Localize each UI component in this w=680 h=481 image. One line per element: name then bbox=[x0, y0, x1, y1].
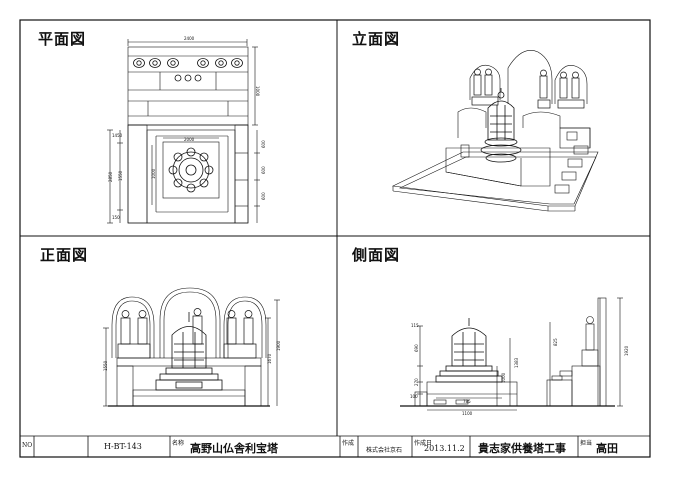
tb-date: 2013.11.2 bbox=[424, 444, 465, 453]
dim-front-h2: 1670 bbox=[267, 353, 272, 364]
title-block-grid bbox=[20, 435, 650, 457]
tb-project: 貴志家供養塔工事 bbox=[478, 442, 566, 455]
dim-side-690: 690 bbox=[414, 344, 419, 352]
elevation-view bbox=[391, 50, 599, 212]
tb-maker-label: 作成 bbox=[342, 440, 355, 447]
dim-plan-left-a: 1450 bbox=[112, 133, 123, 138]
tb-no-label: NO bbox=[22, 442, 33, 449]
tb-date-label: 作成日 bbox=[414, 440, 433, 447]
dim-side-1920: 1920 bbox=[624, 345, 629, 356]
dim-side-115: 115 bbox=[411, 323, 419, 328]
tb-name-label: 名称 bbox=[172, 440, 185, 447]
dim-side-1383: 1383 bbox=[514, 357, 519, 368]
dim-plan-right-c: 600 bbox=[261, 192, 266, 200]
plan-dimension-labels: 2400 1000 2000 1000 2850 1450 1550 150 6… bbox=[108, 36, 266, 220]
dim-plan-inner-depth: 1000 bbox=[151, 168, 156, 179]
panel-title-elevation: 立面図 bbox=[352, 30, 401, 48]
panel-title-front: 正面図 bbox=[40, 246, 89, 264]
panel-title-side: 側面図 bbox=[352, 246, 401, 264]
tb-drawing-no: H-BT-143 bbox=[104, 442, 142, 451]
tb-person-label: 担当 bbox=[580, 440, 593, 447]
side-view bbox=[400, 297, 623, 411]
tb-person: 高田 bbox=[596, 442, 618, 455]
tb-name: 高野山仏舎利宝塔 bbox=[190, 442, 278, 455]
tb-maker: 株式会社京石 bbox=[366, 447, 403, 454]
dim-plan-left-total: 2850 bbox=[108, 171, 113, 182]
plan-view bbox=[107, 39, 260, 224]
front-view bbox=[103, 287, 280, 407]
dim-plan-right-a: 600 bbox=[261, 140, 266, 148]
front-dimension-labels: 1550 1670 1900 bbox=[103, 340, 281, 371]
dim-side-785: 785 bbox=[463, 399, 471, 404]
dim-plan-inner: 2000 bbox=[184, 137, 195, 142]
outer-frame bbox=[19, 19, 651, 458]
dim-side-100: 100 bbox=[410, 394, 418, 399]
dim-plan-left-c: 150 bbox=[112, 215, 120, 220]
dim-plan-right-b: 600 bbox=[261, 166, 266, 174]
dim-plan-depth-upper: 1000 bbox=[255, 86, 260, 97]
dim-plan-width: 2400 bbox=[184, 36, 195, 41]
dim-front-h3: 1900 bbox=[276, 340, 281, 351]
dim-side-1100: 1100 bbox=[462, 411, 473, 416]
panel-title-plan: 平面図 bbox=[38, 30, 87, 48]
side-dimension-labels: 115 690 270 100 785 1100 1000 1383 825 1… bbox=[410, 323, 629, 416]
dim-front-h1: 1550 bbox=[103, 360, 108, 371]
dim-side-825: 825 bbox=[553, 338, 558, 346]
dim-side-270: 270 bbox=[414, 378, 419, 386]
dim-side-1000: 1000 bbox=[501, 372, 506, 383]
dim-plan-left-b: 1550 bbox=[118, 170, 123, 181]
